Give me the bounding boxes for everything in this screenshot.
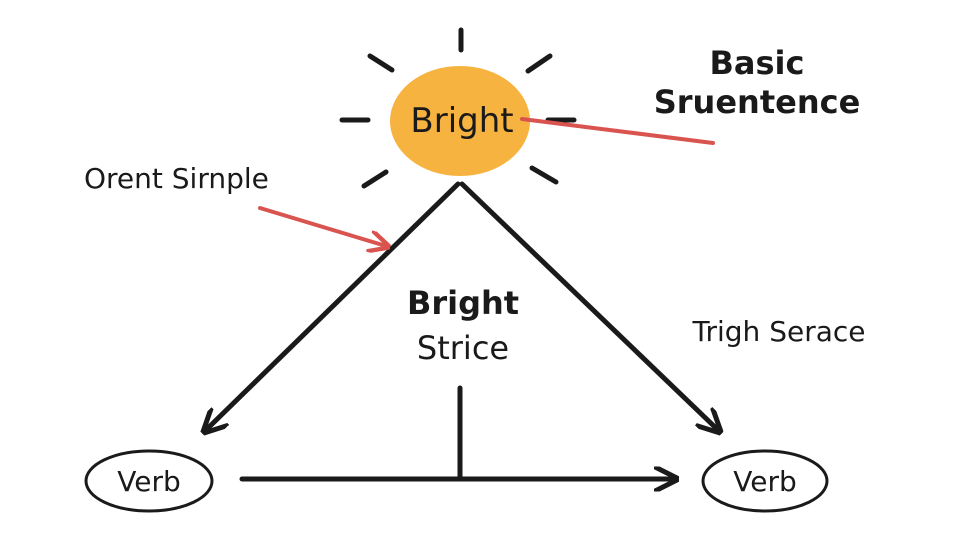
node-right-verb: Verb [701,449,829,513]
title-line-2: Sruentence [654,83,861,121]
center-label-line-2: Strice [417,329,509,367]
node-left-verb-label: Verb [117,465,181,498]
node-right-verb-label: Verb [733,465,797,498]
title-line-1: Basic [710,44,805,82]
edge-sun-to-left-verb [206,181,461,430]
right-note: Trigh Serace [692,315,866,348]
node-left-verb-outline [84,449,214,513]
sun-label: Bright [410,101,513,141]
center-label-line-1: Bright [407,284,519,322]
sun-ray [529,165,559,185]
sun-rays [339,27,577,189]
sun-ray [367,53,395,73]
sun-ray [525,53,553,74]
sun-icon [390,66,530,176]
node-right-verb-outline [701,449,829,513]
left-note: Orent Sirnple [84,162,269,195]
node-left-verb: Verb [84,449,214,513]
pointer-title-to-sun [520,117,715,145]
sun-ray [361,169,389,189]
pointer-note-to-edge [258,206,386,246]
edge-sun-to-right-verb [459,181,718,430]
